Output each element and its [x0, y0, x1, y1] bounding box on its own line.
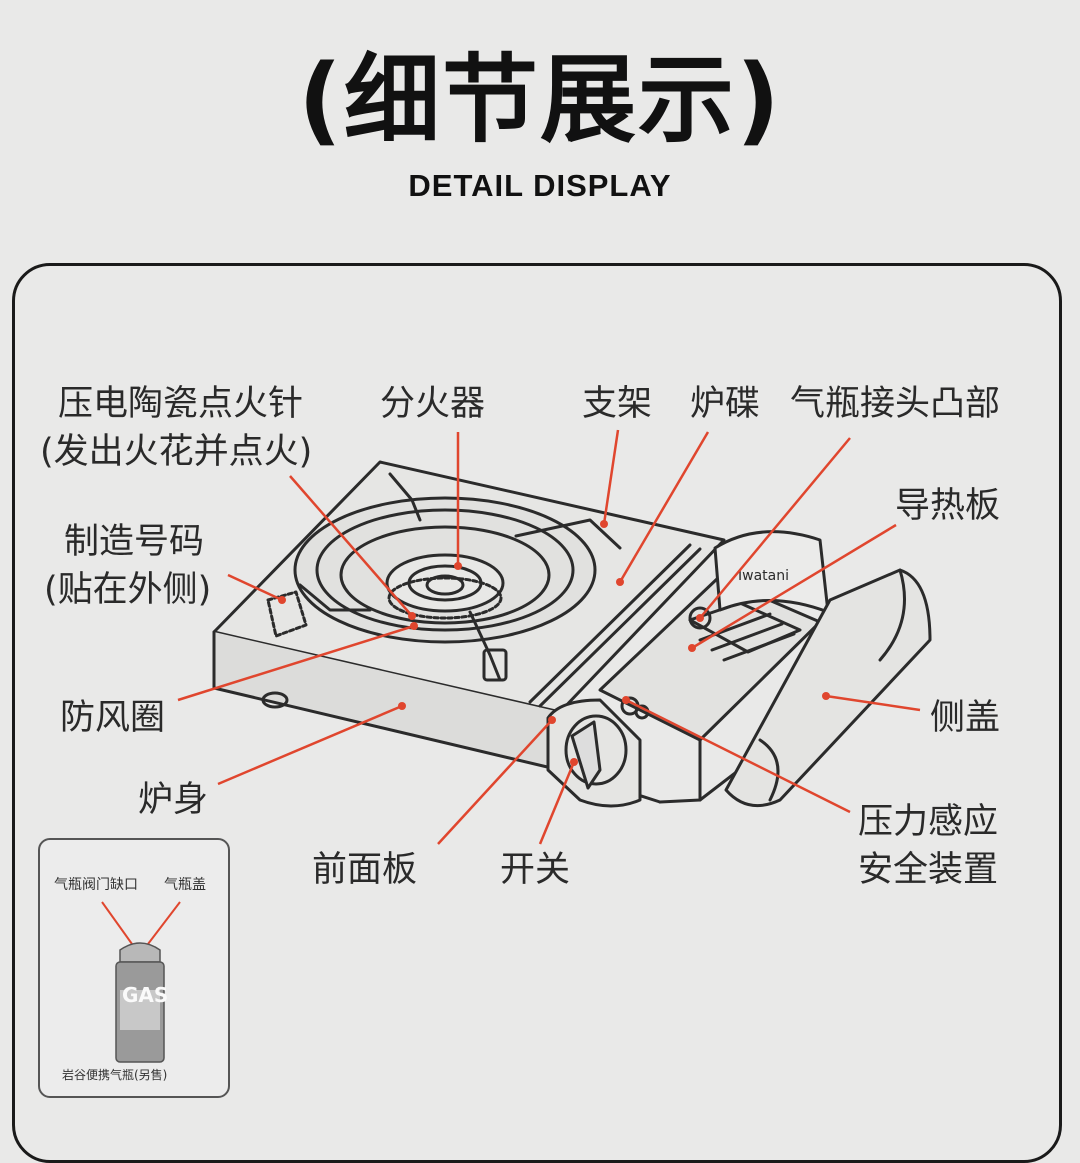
leader-switch	[538, 761, 576, 845]
leader-cylinder-joint	[699, 437, 851, 619]
label-valve-notch: 气瓶阀门缺口	[54, 877, 138, 893]
label-safety-line1: 压力感应	[858, 802, 999, 842]
leader-safety	[625, 698, 851, 814]
page-title-cn: (细节展示)	[298, 44, 782, 156]
label-cylinder-cap: 气瓶盖	[164, 877, 206, 893]
label-body: 炉身	[138, 780, 209, 820]
switch-knob	[570, 720, 602, 790]
page-title-en: DETAIL DISPLAY	[408, 168, 672, 203]
label-side-cover: 侧盖	[930, 698, 1001, 738]
label-burner: 分火器	[380, 384, 486, 424]
leader-heat-plate	[691, 523, 897, 650]
label-support: 支架	[582, 384, 653, 424]
leader-side-cover	[825, 694, 921, 712]
label-serial-line2: (贴在外侧)	[44, 570, 212, 610]
leader-serial	[227, 573, 283, 602]
label-windshield: 防风圈	[60, 698, 166, 738]
leader-body	[217, 704, 403, 786]
label-heat-plate: 导热板	[895, 486, 1001, 526]
leader-stove-plate	[618, 431, 710, 583]
label-piezo-line1: 压电陶瓷点火针	[58, 384, 304, 424]
svg-text:Iwatani: Iwatani	[738, 568, 789, 584]
label-serial-line1: 制造号码	[64, 522, 205, 562]
burner-shape	[385, 553, 505, 613]
gas-can-illustration: GAS	[101, 901, 181, 1063]
label-inset-caption: 岩谷便携气瓶(另售)	[62, 1068, 168, 1082]
label-cylinder-joint: 气瓶接头凸部	[790, 384, 1001, 424]
label-safety-line2: 安全装置	[858, 850, 999, 890]
label-front-panel: 前面板	[312, 850, 418, 890]
side-cover-shape	[724, 568, 932, 808]
gas-can-inset: 气瓶阀门缺口 气瓶盖 GAS 岩谷便携气瓶(另售)	[38, 838, 230, 1098]
leader-windshield	[177, 624, 415, 702]
leader-front-panel	[437, 719, 553, 845]
gas-can-text: GAS	[122, 983, 168, 1007]
label-stove-plate: 炉碟	[690, 384, 761, 424]
label-switch: 开关	[500, 850, 571, 890]
stove-diagram: Iwatani	[177, 429, 932, 845]
label-piezo-line2: (发出火花并点火)	[40, 432, 313, 472]
leader-piezo	[289, 475, 413, 617]
leader-support	[602, 429, 620, 525]
